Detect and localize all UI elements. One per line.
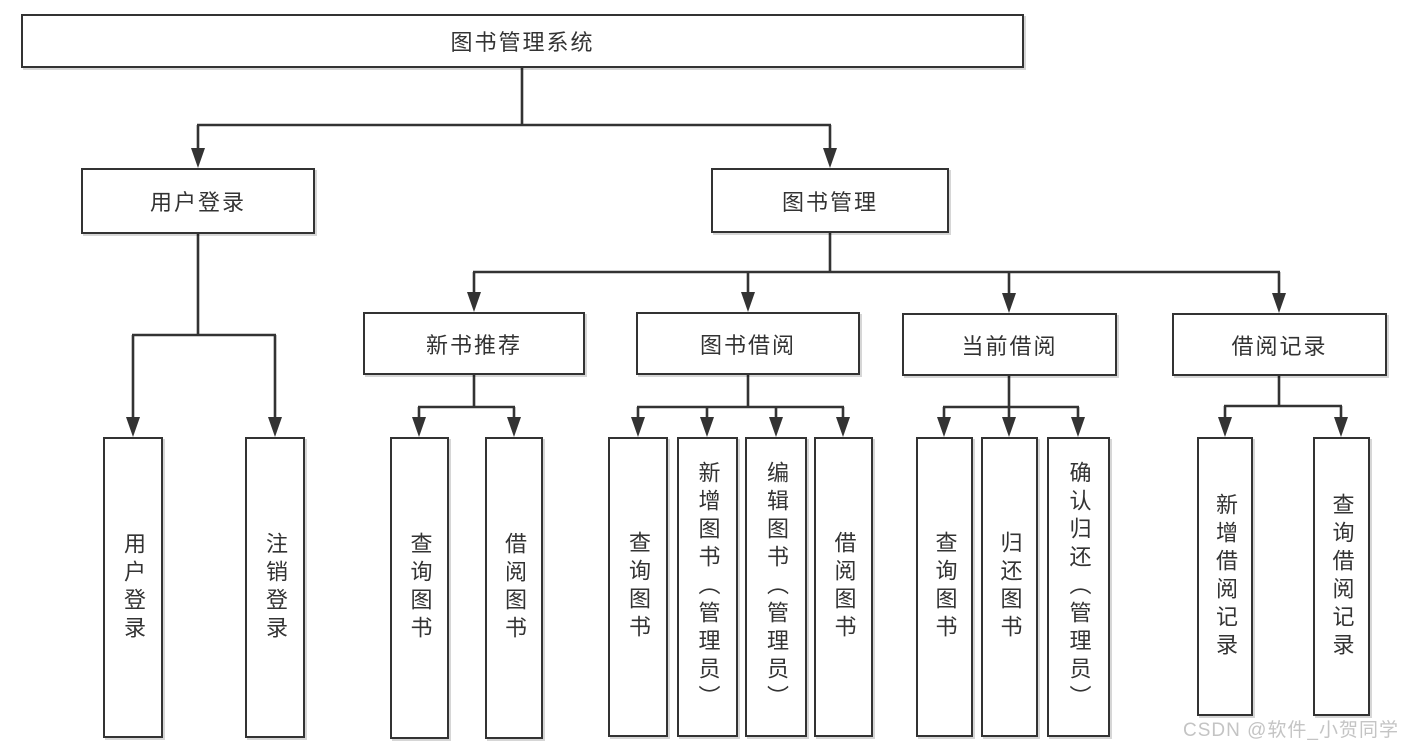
node-borrow-records: 借阅记录	[1172, 313, 1387, 376]
node-leaf-logout: 注销登录	[245, 437, 305, 738]
node-root: 图书管理系统	[21, 14, 1024, 68]
csdn-watermark: CSDN @软件_小贺同学	[1183, 720, 1399, 741]
connector-user-login-children	[126, 234, 282, 437]
arrowhead-down	[268, 417, 282, 437]
arrowhead-down	[823, 148, 837, 168]
arrowhead-down	[1334, 417, 1348, 437]
connector-new-book-recommend-children	[412, 375, 521, 437]
node-br-query-record: 查询借阅记录	[1313, 437, 1370, 716]
node-cb-return-books: 归还图书	[981, 437, 1038, 737]
node-cb-query-books: 查询图书	[916, 437, 973, 737]
node-book-management: 图书管理	[711, 168, 949, 233]
arrowhead-down	[507, 417, 521, 437]
node-rec-borrow-books: 借阅图书	[485, 437, 543, 739]
arrowhead-down	[191, 148, 205, 168]
connector-current-borrowing-children	[937, 376, 1085, 437]
arrowhead-down	[836, 417, 850, 437]
node-book-borrowing: 图书借阅	[636, 312, 860, 375]
connector-book-borrowing-children	[631, 375, 850, 437]
node-br-add-record: 新增借阅记录	[1197, 437, 1253, 716]
node-current-borrowing: 当前借阅	[902, 313, 1117, 376]
arrowhead-down	[1218, 417, 1232, 437]
arrowhead-down	[126, 417, 140, 437]
arrowhead-down	[631, 417, 645, 437]
node-bb-add-books-admin: 新增图书（管理员）	[677, 437, 738, 737]
node-user-login: 用户登录	[81, 168, 315, 234]
arrowhead-down	[1002, 293, 1016, 313]
connector-book-management-children	[467, 233, 1286, 313]
arrowhead-down	[1272, 293, 1286, 313]
node-new-book-recommend: 新书推荐	[363, 312, 585, 375]
arrowhead-down	[1002, 417, 1016, 437]
connector-root-to-level2	[191, 68, 837, 168]
arrowhead-down	[937, 417, 951, 437]
node-rec-query-books: 查询图书	[390, 437, 449, 739]
arrowhead-down	[1071, 417, 1085, 437]
node-bb-borrow-books: 借阅图书	[814, 437, 873, 737]
arrowhead-down	[769, 417, 783, 437]
node-bb-query-books: 查询图书	[608, 437, 668, 737]
arrowhead-down	[700, 417, 714, 437]
arrowhead-down	[412, 417, 426, 437]
node-leaf-user-login: 用户登录	[103, 437, 163, 738]
arrowhead-down	[467, 292, 481, 312]
node-cb-confirm-return-admin: 确认归还（管理员）	[1047, 437, 1110, 737]
arrowhead-down	[741, 292, 755, 312]
node-bb-edit-books-admin: 编辑图书（管理员）	[745, 437, 807, 737]
connector-borrow-records-children	[1218, 376, 1348, 437]
